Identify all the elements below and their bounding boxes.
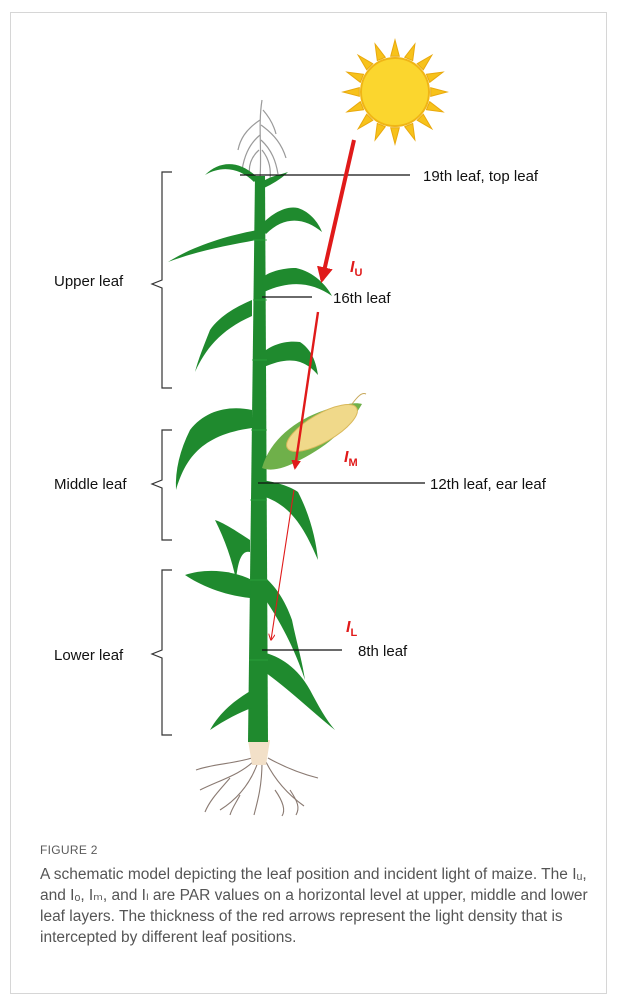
label-lower-leaf: Lower leaf [54, 647, 124, 664]
roots-icon [196, 758, 318, 816]
label-8th-leaf: 8th leaf [358, 643, 408, 660]
tassel-icon [238, 100, 286, 180]
label-19th-leaf: 19th leaf, top leaf [423, 168, 539, 185]
label-middle-leaf: Middle leaf [54, 476, 127, 493]
maize-figure: Upper leaf Middle leaf Lower leaf 19th l… [0, 0, 617, 820]
label-12th-leaf: 12th leaf, ear leaf [430, 476, 547, 493]
sun-ray [431, 88, 447, 97]
light-symbol-upper: IU [350, 259, 362, 279]
sun-icon [343, 40, 447, 144]
sun-ray [347, 72, 364, 82]
sun-ray [405, 44, 415, 61]
light-symbol-middle: IM [344, 449, 358, 469]
light-symbol-lower: IL [346, 619, 357, 639]
sun-ray [347, 102, 364, 112]
label-16th-leaf: 16th leaf [333, 290, 391, 307]
sun-ray [405, 123, 415, 140]
sun-ray [426, 102, 443, 112]
sun-ray [343, 88, 359, 97]
sun-ray [391, 128, 400, 144]
figure-caption: A schematic model depicting the leaf pos… [40, 864, 600, 948]
sun-ray [375, 44, 385, 61]
sun-ray [391, 40, 400, 56]
sun-ray [375, 123, 385, 140]
layer-brackets [152, 172, 172, 735]
label-upper-leaf: Upper leaf [54, 273, 124, 290]
sun-ray [426, 72, 443, 82]
stalk-base [248, 740, 270, 765]
figure-label: FIGURE 2 [40, 843, 98, 857]
